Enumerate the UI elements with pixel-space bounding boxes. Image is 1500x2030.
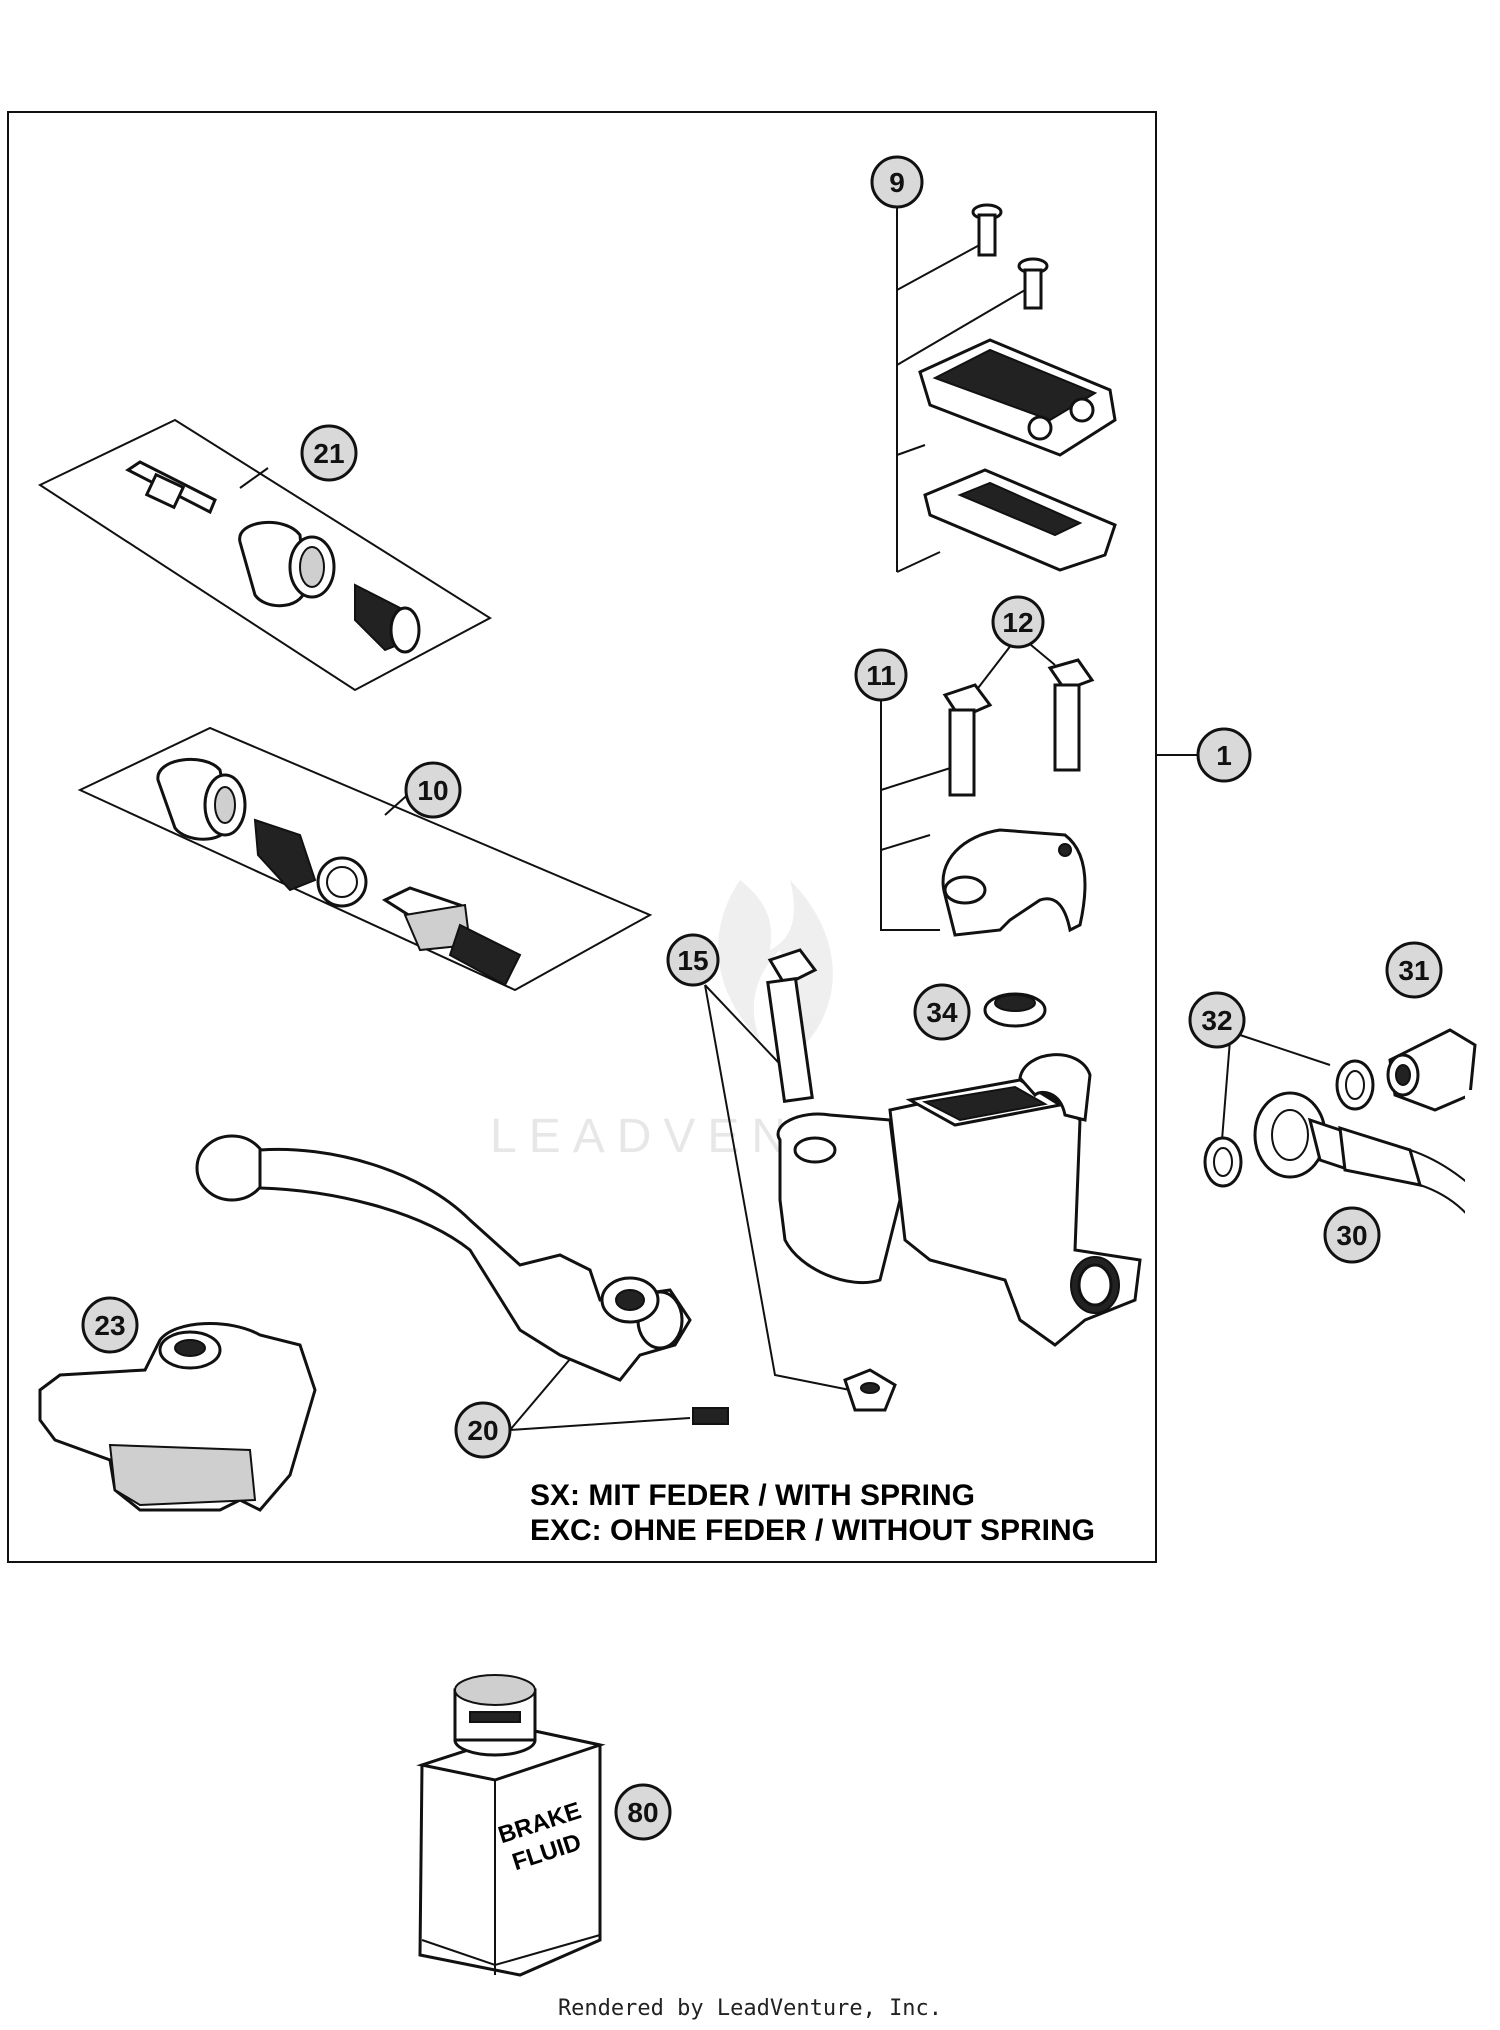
cover-screw-1 <box>971 203 1003 257</box>
svg-text:30: 30 <box>1336 1220 1367 1251</box>
callout-20: 20 <box>454 1401 512 1459</box>
callout-23: 23 <box>81 1296 139 1354</box>
part-15-pivot-bolt <box>704 948 897 1412</box>
part-10-kit <box>77 726 653 992</box>
part-11-12-clamp <box>880 639 1095 937</box>
callout-21: 21 <box>300 424 358 482</box>
part-34-plug <box>983 992 1047 1028</box>
callout-34: 34 <box>913 983 971 1041</box>
callout-10: 10 <box>404 761 462 819</box>
svg-text:32: 32 <box>1201 1005 1232 1036</box>
assembly-frame <box>7 111 1157 1563</box>
cover-screw-2 <box>1017 257 1049 310</box>
callout-11: 11 <box>854 648 908 702</box>
callout-32: 32 <box>1188 991 1246 1049</box>
svg-text:11: 11 <box>866 660 896 691</box>
part-9-reservoir-cover <box>896 203 1117 573</box>
callout-9: 9 <box>870 155 924 209</box>
callout-1: 1 <box>1196 727 1252 783</box>
svg-text:20: 20 <box>467 1415 498 1446</box>
svg-text:10: 10 <box>417 775 448 806</box>
callout-31: 31 <box>1385 941 1443 999</box>
svg-text:34: 34 <box>926 997 958 1028</box>
callout-80: 80 <box>614 1783 672 1841</box>
part-21-kit <box>37 418 492 692</box>
callout-30: 30 <box>1323 1206 1381 1264</box>
svg-text:1: 1 <box>1216 740 1232 771</box>
clamp-bolt-1 <box>942 683 993 797</box>
part-23-lever-guard <box>38 1322 317 1512</box>
master-cylinder-body <box>776 754 1198 1347</box>
part-30-31-32-brake-hose <box>1203 1028 1500 1290</box>
svg-text:31: 31 <box>1398 955 1429 986</box>
svg-text:21: 21 <box>313 438 344 469</box>
svg-text:12: 12 <box>1002 607 1033 638</box>
part-80-brake-fluid-can: BRAKE FLUID <box>416 1674 606 1977</box>
footer-credit: Rendered by LeadVenture, Inc. <box>558 1996 942 2021</box>
svg-text:15: 15 <box>677 945 708 976</box>
callout-15: 15 <box>666 933 720 987</box>
note-line-1: SX: MIT FEDER / WITH SPRING <box>530 1479 975 1512</box>
note-line-2: EXC: OHNE FEDER / WITHOUT SPRING <box>530 1514 1095 1547</box>
callout-12: 12 <box>991 595 1045 649</box>
svg-text:9: 9 <box>889 167 905 198</box>
part-20-brake-lever <box>195 1134 729 1431</box>
svg-text:80: 80 <box>627 1797 658 1828</box>
clamp-bolt-2 <box>1047 658 1095 772</box>
svg-text:23: 23 <box>94 1310 125 1341</box>
